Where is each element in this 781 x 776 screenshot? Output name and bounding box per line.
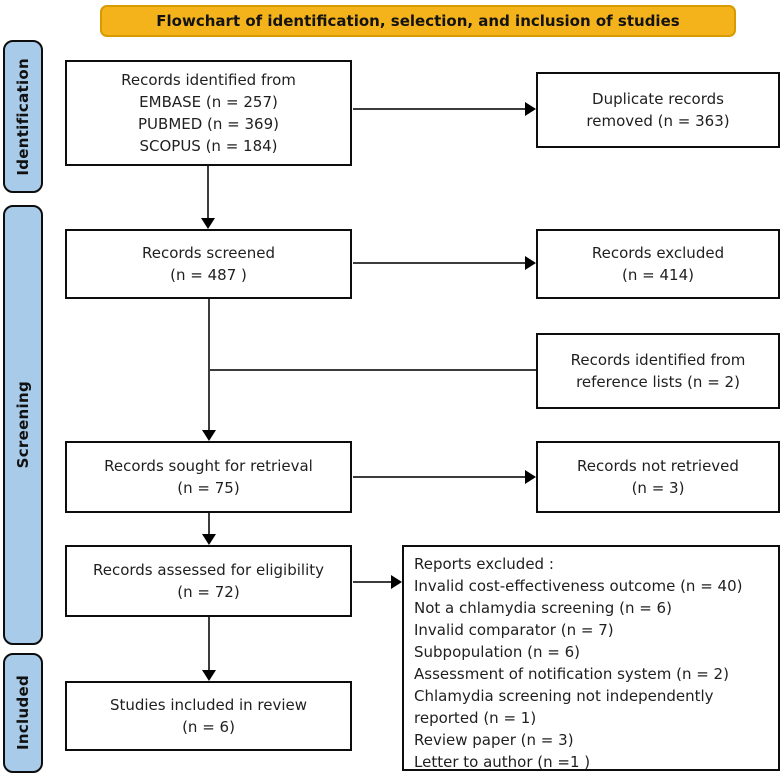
arrowhead-right-icon bbox=[391, 575, 402, 589]
box-line: Subpopulation (n = 6) bbox=[414, 643, 580, 661]
box-line: Letter to author (n =1 ) bbox=[414, 753, 591, 771]
arrow-screened-to-sought bbox=[208, 299, 210, 430]
arrowhead-right-icon bbox=[525, 102, 536, 116]
arrow-identified-to-duplicates bbox=[353, 108, 525, 110]
arrow-identified-to-screened bbox=[207, 166, 209, 218]
arrowhead-down-icon bbox=[201, 218, 215, 229]
stage-label-included-text: Included bbox=[14, 675, 32, 751]
box-line: Duplicate records bbox=[592, 90, 724, 108]
box-line: (n = 72) bbox=[177, 583, 240, 601]
line-reference-lists-join bbox=[208, 369, 536, 371]
box-line: Records excluded bbox=[591, 244, 725, 262]
arrowhead-right-icon bbox=[525, 470, 536, 484]
box-line: Records assessed for eligibility bbox=[92, 561, 325, 579]
box-line: (n = 487 ) bbox=[170, 266, 247, 284]
stage-label-screening-text: Screening bbox=[14, 381, 32, 469]
box-line: Records identified from bbox=[570, 351, 746, 369]
box-line: Invalid cost-effectiveness outcome (n = … bbox=[414, 577, 743, 595]
box-studies-included: Studies included in review (n = 6) bbox=[65, 681, 352, 751]
box-reports-excluded: Reports excluded : Invalid cost-effectiv… bbox=[402, 545, 780, 771]
box-line: Chlamydia screening not independently re… bbox=[414, 687, 714, 727]
box-records-screened: Records screened (n = 487 ) bbox=[65, 229, 352, 299]
stage-label-screening: Screening bbox=[3, 205, 43, 645]
stage-label-included: Included bbox=[3, 653, 43, 773]
arrow-assessed-to-included bbox=[208, 617, 210, 670]
arrowhead-down-icon bbox=[202, 534, 216, 545]
arrow-assessed-to-reports-excluded bbox=[353, 581, 391, 583]
arrowhead-down-icon bbox=[202, 670, 216, 681]
box-line: Records screened bbox=[141, 244, 276, 262]
box-line: Invalid comparator (n = 7) bbox=[414, 621, 614, 639]
box-line: (n = 75) bbox=[177, 479, 240, 497]
box-line: reference lists (n = 2) bbox=[576, 373, 740, 391]
page-title: Flowchart of identification, selection, … bbox=[156, 12, 680, 30]
box-duplicates-removed: Duplicate records removed (n = 363) bbox=[536, 72, 780, 148]
arrow-sought-to-not-retrieved bbox=[353, 476, 525, 478]
stage-label-identification-text: Identification bbox=[14, 57, 32, 176]
box-line: (n = 414) bbox=[622, 266, 694, 284]
title-banner: Flowchart of identification, selection, … bbox=[100, 5, 736, 37]
box-reference-lists: Records identified from reference lists … bbox=[536, 333, 780, 409]
box-line: Records not retrieved bbox=[577, 457, 739, 475]
arrowhead-down-icon bbox=[202, 430, 216, 441]
arrow-screened-to-excluded bbox=[353, 262, 525, 264]
box-line: removed (n = 363) bbox=[586, 112, 730, 130]
box-line: EMBASE (n = 257) bbox=[139, 93, 278, 111]
box-line: SCOPUS (n = 184) bbox=[139, 137, 278, 155]
box-line: Records identified from bbox=[121, 71, 296, 89]
box-line: Reports excluded : bbox=[414, 555, 554, 573]
box-records-sought: Records sought for retrieval (n = 75) bbox=[65, 441, 352, 513]
arrowhead-right-icon bbox=[525, 256, 536, 270]
arrow-sought-to-assessed bbox=[208, 513, 210, 534]
box-line: (n = 6) bbox=[182, 718, 235, 736]
box-line: PUBMED (n = 369) bbox=[138, 115, 279, 133]
box-line: Studies included in review bbox=[109, 696, 308, 714]
stage-label-identification: Identification bbox=[3, 40, 43, 193]
box-records-assessed: Records assessed for eligibility (n = 72… bbox=[65, 545, 352, 617]
box-line: Not a chlamydia screening (n = 6) bbox=[414, 599, 672, 617]
box-records-identified: Records identified from EMBASE (n = 257)… bbox=[65, 60, 352, 166]
box-line: Review paper (n = 3) bbox=[414, 731, 574, 749]
box-records-excluded: Records excluded (n = 414) bbox=[536, 229, 780, 299]
box-records-not-retrieved: Records not retrieved (n = 3) bbox=[536, 441, 780, 513]
box-line: (n = 3) bbox=[631, 479, 685, 497]
box-line: Records sought for retrieval bbox=[104, 457, 313, 475]
box-line: Assessment of notification system (n = 2… bbox=[414, 665, 729, 683]
